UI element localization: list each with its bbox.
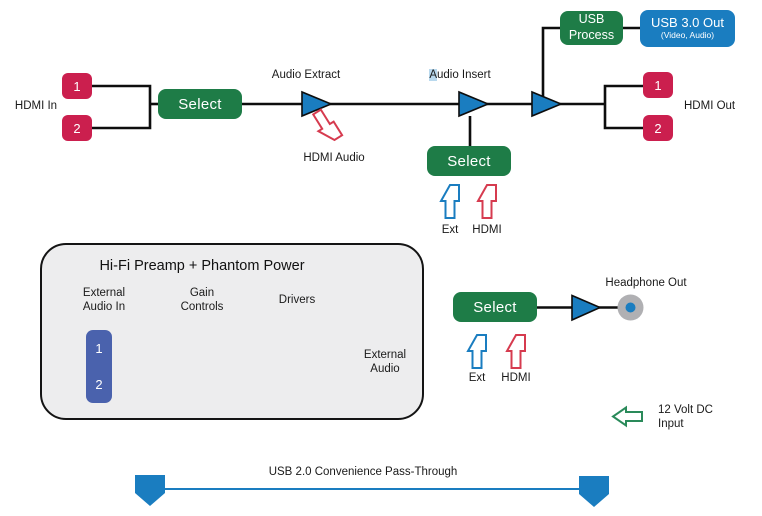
hdmi-out-label: HDMI Out bbox=[684, 100, 736, 112]
usb-connector-icon bbox=[579, 476, 609, 507]
hdmi-audio-arrow-icon bbox=[311, 108, 344, 142]
audio-insert-hdmi-label: HDMI bbox=[472, 224, 502, 236]
audio-insert-select-box: Select bbox=[427, 146, 511, 176]
headphone-jack-center bbox=[625, 302, 636, 313]
amp-triangle-icon bbox=[571, 294, 602, 322]
preamp-title: Hi-Fi Preamp + Phantom Power bbox=[99, 258, 305, 274]
external-audio-in-ports: 1 2 bbox=[86, 330, 112, 403]
hdmi-in-bracket-wire bbox=[92, 84, 152, 130]
headphone-ext-label: Ext bbox=[468, 372, 486, 384]
amp-triangle-icon bbox=[301, 90, 334, 118]
audio-extract-label: Audio Extract bbox=[271, 69, 341, 81]
headphone-select-box: Select bbox=[453, 292, 537, 322]
hdmi-in-port-1: 1 bbox=[62, 73, 92, 99]
ext-up-arrow-icon bbox=[466, 334, 487, 369]
hdmi-in-port-2: 2 bbox=[62, 115, 92, 141]
external-audio-in-port-2: 2 bbox=[95, 377, 103, 393]
hdmi-audio-label: HDMI Audio bbox=[303, 152, 365, 164]
dc-input-label: 12 Volt DC Input bbox=[658, 404, 713, 431]
usb3-out-subtitle: (Video, Audio) bbox=[660, 30, 715, 41]
usb-process-riser-wire bbox=[541, 26, 561, 104]
hdmi-out-port-2: 2 bbox=[643, 115, 673, 141]
audio-insert-label: Audio Insert bbox=[429, 69, 491, 81]
hdmi-in-label: HDMI In bbox=[14, 100, 58, 112]
usb-process-box: USB Process bbox=[560, 11, 623, 45]
amp-triangle-icon bbox=[458, 90, 491, 118]
external-audio-label: External Audio bbox=[363, 349, 407, 376]
hdmi-in-select-box: Select bbox=[158, 89, 242, 119]
dc-input-arrow-icon bbox=[611, 405, 643, 428]
preamp-col-gain-label: Gain Controls bbox=[180, 287, 224, 314]
usb-connector-icon bbox=[135, 475, 165, 506]
headphone-hdmi-label: HDMI bbox=[501, 372, 531, 384]
audio-insert-ext-label: Ext bbox=[441, 224, 459, 236]
preamp-col-drivers-label: Drivers bbox=[278, 294, 316, 306]
usb3-out-box: USB 3.0 Out (Video, Audio) bbox=[640, 10, 735, 47]
hdmi-out-port-1: 1 bbox=[643, 72, 673, 98]
hdmi-up-arrow-icon bbox=[476, 184, 497, 219]
hdmi-up-arrow-icon bbox=[505, 334, 526, 369]
ext-up-arrow-icon bbox=[439, 184, 460, 219]
external-audio-in-port-1: 1 bbox=[95, 340, 103, 356]
preamp-col-input-label: External Audio In bbox=[82, 287, 126, 314]
headphone-out-label: Headphone Out bbox=[605, 277, 687, 289]
usb3-out-title: USB 3.0 Out bbox=[651, 15, 724, 31]
usb-passthrough-label: USB 2.0 Convenience Pass-Through bbox=[268, 466, 458, 478]
hdmi-out-bracket-wire bbox=[603, 84, 643, 130]
amp-triangle-icon bbox=[531, 90, 564, 118]
